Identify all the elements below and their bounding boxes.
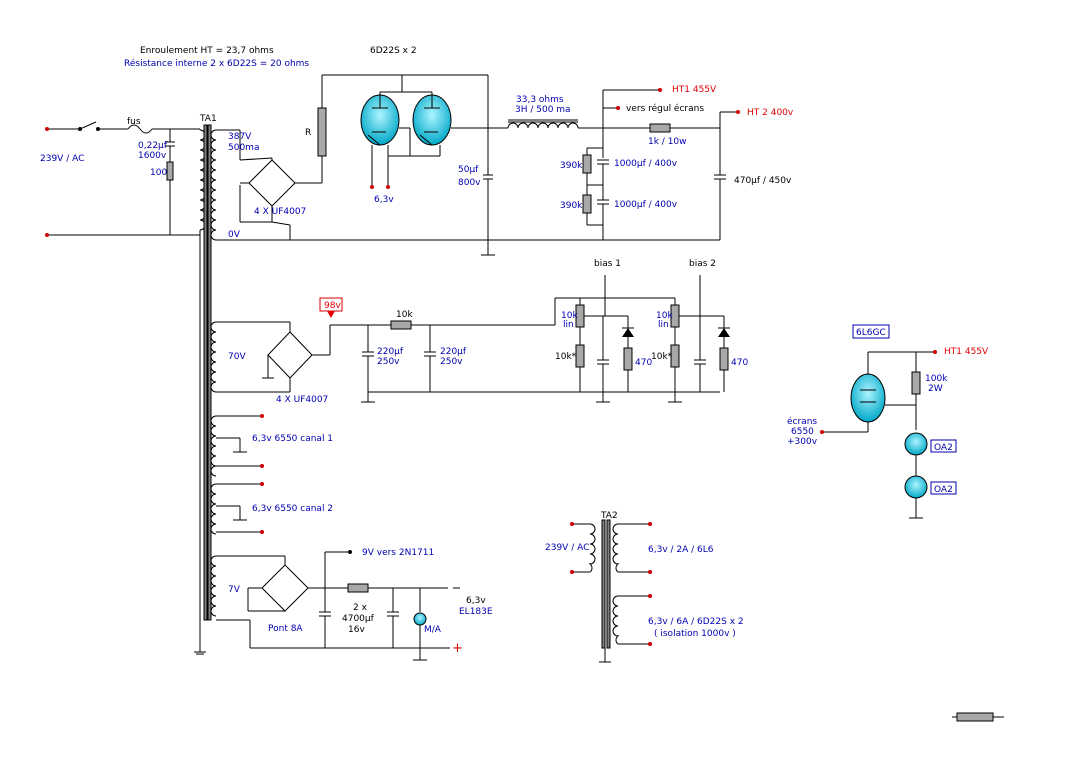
transformer-ta1 — [194, 124, 217, 655]
bias-series-res-label: 10k — [396, 310, 413, 320]
bias-cap2-label: 220µf — [440, 347, 467, 357]
ht-filter — [481, 75, 740, 256]
bias1-10k-label: 10k* — [555, 352, 577, 362]
transformer-ta2 — [570, 519, 652, 663]
ht-diodes-label: 4 X UF4007 — [254, 207, 306, 217]
heater-taps — [216, 414, 264, 534]
regulator-tube-label: 6L6GC — [856, 328, 886, 338]
oa2-b-label: OA2 — [934, 485, 953, 495]
ht-rectifier — [216, 74, 720, 241]
tube-oa2-b — [904, 475, 928, 499]
lv-winding-voltage: 7V — [228, 585, 241, 595]
6l6gc-tag — [852, 324, 890, 339]
c470-label: 470µf / 450v — [734, 176, 792, 186]
regulator-ht-label: HT1 455V — [944, 347, 989, 357]
cap-50uf-voltage: 800v — [458, 178, 481, 188]
ht-resistor-r — [317, 107, 327, 157]
scale-bar — [952, 712, 1004, 722]
bias1-470-label: 470 — [635, 358, 652, 368]
screens-feed-label: vers régul écrans — [626, 103, 704, 114]
r390k-bottom-label: 390k — [560, 201, 583, 211]
lv-output-voltage: 6,3v — [466, 596, 486, 606]
power-switch-label: M/A — [424, 625, 442, 635]
screens-voltage-label: +300v — [787, 437, 818, 447]
winding-label: Enroulement HT = 23,7 ohms — [140, 46, 274, 56]
snubber-cap-voltage: 1600v — [138, 151, 167, 161]
ht-winding-voltage: 387V — [228, 132, 252, 142]
c1000-bottom-label: 1000µf / 400v — [614, 200, 678, 210]
regulator-res-watt: 2W — [928, 384, 943, 394]
bias-diodes-label: 4 X UF4007 — [276, 395, 328, 405]
bias-cap1-voltage: 250v — [377, 357, 400, 367]
snubber-cap-label: 0,22µf — [138, 141, 168, 151]
cap-50uf-label: 50µf — [458, 165, 479, 175]
ht2-output-label: HT 2 400v — [747, 108, 794, 118]
tubes-label: 6D22S x 2 — [370, 46, 417, 56]
ht-winding-current: 500ma — [228, 143, 259, 153]
bias2-label: bias 2 — [689, 259, 716, 269]
pot2-value: 10k — [656, 311, 673, 321]
regulator-res-label: 100k — [925, 374, 948, 384]
mains-input — [45, 121, 201, 237]
fuse-symbol — [127, 124, 153, 134]
c1000-top-label: 1000µf / 400v — [614, 159, 678, 169]
lv-cap-label: 2 x — [353, 603, 368, 613]
internal-resistance-label: Résistance interne 2 x 6D22S = 20 ohms — [124, 58, 309, 69]
mains-voltage-label: 239V / AC — [40, 154, 84, 164]
pot1-taper: lin — [563, 320, 574, 330]
screens-label: écrans — [787, 416, 817, 427]
ta1-label: TA1 — [199, 114, 217, 124]
series-resistor-label: 1k / 10w — [648, 137, 687, 147]
low-voltage-supply — [216, 550, 460, 661]
fuse-label: fus — [127, 117, 141, 127]
ht-tubes — [360, 75, 488, 189]
ta2-sec1-label: 6,3v / 2A / 6L6 — [648, 545, 714, 555]
ht1-output-label: HT1 455V — [672, 85, 717, 95]
pot2-taper: lin — [658, 320, 669, 330]
bias-winding-voltage: 70V — [228, 352, 246, 362]
bias2-470-label: 470 — [731, 358, 748, 368]
bias-supply — [216, 275, 730, 403]
heater-ch1-label: 6,3v 6550 canal 1 — [252, 434, 333, 444]
ta2-primary-label: 239V / AC — [545, 543, 589, 553]
snubber-res-label: 100 — [150, 168, 167, 178]
lv-cap-value: 4700µf — [342, 614, 375, 624]
oa2-a-label: OA2 — [934, 443, 953, 453]
snubber-resistor — [166, 161, 174, 181]
lv-plus-label: + — [452, 641, 463, 656]
ta2-sec2-label: 6,3v / 6A / 6D22S x 2 — [648, 617, 744, 627]
bias-tap-voltage: 98v — [324, 301, 341, 311]
bias1-label: bias 1 — [594, 259, 621, 269]
bias-cap2-voltage: 250v — [440, 357, 463, 367]
screen-regulator — [820, 324, 957, 519]
r390k-top-label: 390k — [560, 161, 583, 171]
ht-zero-label: 0V — [228, 230, 241, 240]
power-switch-lamp — [413, 612, 427, 626]
pot1-value: 10k — [561, 311, 578, 321]
ta2-label: TA2 — [600, 511, 618, 521]
ta2-sec2-isolation: ( isolation 1000v ) — [654, 629, 736, 639]
tube-6l6gc — [850, 373, 886, 423]
bias-cap1-label: 220µf — [377, 347, 404, 357]
tube-oa2-a — [904, 432, 928, 456]
lv-output-tube: EL183E — [459, 607, 493, 617]
screens-tube-label: 6550 — [791, 427, 814, 437]
heater-ch2-label: 6,3v 6550 canal 2 — [252, 504, 333, 514]
bias2-10k-label: 10k* — [651, 352, 673, 362]
lv-bridge-label: Pont 8A — [268, 624, 303, 634]
heater-voltage-label: 6,3v — [374, 195, 394, 205]
lv-minus9-label: 9V vers 2N1711 — [362, 548, 434, 558]
choke-inductance: 3H / 500 ma — [515, 105, 571, 115]
choke-resistance: 33,3 ohms — [516, 95, 564, 105]
lv-cap-voltage: 16v — [348, 625, 365, 635]
ht-r-label: R — [305, 128, 311, 138]
